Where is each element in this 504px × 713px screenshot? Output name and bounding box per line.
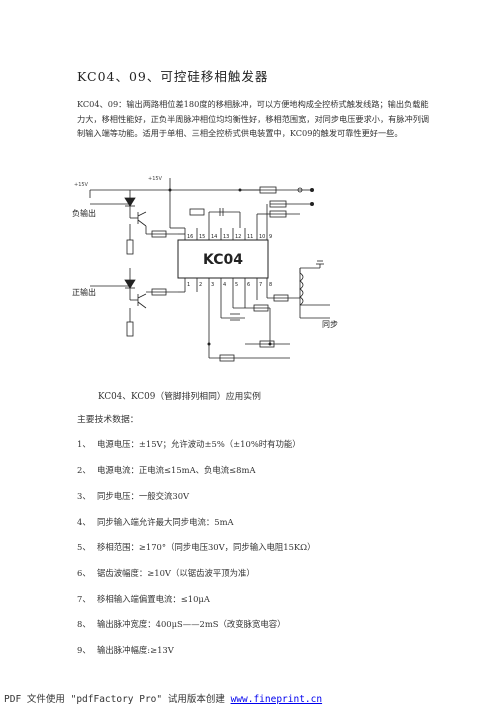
pin-top-9: 9 [269,234,272,240]
supply-label-left: +15V [74,182,89,188]
figure-caption: KC04、KC09（管脚排列相同）应用实例 [98,392,261,402]
param-text: 移相输入端偏置电流：≤10μA [97,594,210,604]
pin-bottom-5: 5 [235,282,238,288]
sync-label: 同步 [322,320,338,329]
pin-top-15: 15 [199,234,205,240]
param-item: 4、同步输入端允许最大同步电流：5mA [77,516,234,528]
param-number: 5、 [77,542,91,552]
param-item: 7、移相输入端偏置电流：≤10μA [77,593,210,605]
pin-bottom-3: 3 [211,282,214,288]
pin-top-11: 11 [247,234,253,240]
param-item: 2、电源电流：正电流≤15mA、负电流≤8mA [77,464,256,476]
pin-bottom-2: 2 [199,282,202,288]
param-number: 2、 [77,465,91,475]
pin-bottom-1: 1 [187,282,190,288]
param-item: 9、输出脉冲幅度:≥13V [77,644,174,656]
param-text: 锯齿波幅度：≥10V（以锯齿波平顶为准） [97,568,255,578]
footer-text: PDF 文件使用 "pdfFactory Pro" 试用版本创建 [4,694,231,705]
param-text: 同步输入端允许最大同步电流：5mA [97,517,234,527]
param-item: 1、电源电压：±15V；允许波动±5%（±10%时有功能） [77,438,301,450]
pin-top-13: 13 [223,234,229,240]
pin-top-10: 10 [259,234,265,240]
param-text: 输出脉冲幅度:≥13V [97,645,174,655]
param-item: 3、同步电压：一般交流30V [77,490,189,502]
param-text: 电源电流：正电流≤15mA、负电流≤8mA [97,465,256,475]
param-number: 7、 [77,594,91,604]
page-title: KC04、09、可控硅移相触发器 [77,69,269,84]
param-number: 4、 [77,517,91,527]
param-item: 6、锯齿波幅度：≥10V（以锯齿波平顶为准） [77,567,255,579]
param-number: 6、 [77,568,91,578]
params-heading: 主要技术数据： [77,415,139,425]
pin-bottom-4: 4 [223,282,226,288]
pos-output-label: 正输出 [72,287,96,297]
chip-label: KC04 [203,252,243,268]
param-text: 移相范围：≥170°（同步电压30V，同步输入电阻15KΩ） [97,542,316,552]
pin-bottom-6: 6 [247,282,250,288]
param-item: 5、移相范围：≥170°（同步电压30V，同步输入电阻15KΩ） [77,541,316,553]
param-item: 8、输出脉冲宽度：400μS——2mS（改变脉宽电容） [77,618,286,630]
param-text: 同步电压：一般交流30V [97,491,190,501]
pin-bottom-8: 8 [269,282,272,288]
pin-top-12: 12 [235,234,241,240]
intro-paragraph: KC04、09：输出两路相位差180度的移相脉冲，可以方便地构成全控桥式触发线路… [77,99,430,138]
pdf-footer: PDF 文件使用 "pdfFactory Pro" 试用版本创建 www.fin… [4,691,322,705]
param-text: 电源电压：±15V；允许波动±5%（±10%时有功能） [97,439,301,449]
param-text: 输出脉冲宽度：400μS——2mS（改变脉宽电容） [97,619,286,629]
param-number: 1、 [77,439,91,449]
param-number: 3、 [77,491,91,501]
param-number: 9、 [77,645,91,655]
pin-bottom-7: 7 [259,282,262,288]
pin-top-16: 16 [187,234,193,240]
fineprint-link[interactable]: www.fineprint.cn [230,694,323,705]
param-number: 8、 [77,619,91,629]
pin-top-14: 14 [211,234,217,240]
neg-output-label: 负输出 [72,208,96,218]
supply-label: +15V [148,176,163,182]
